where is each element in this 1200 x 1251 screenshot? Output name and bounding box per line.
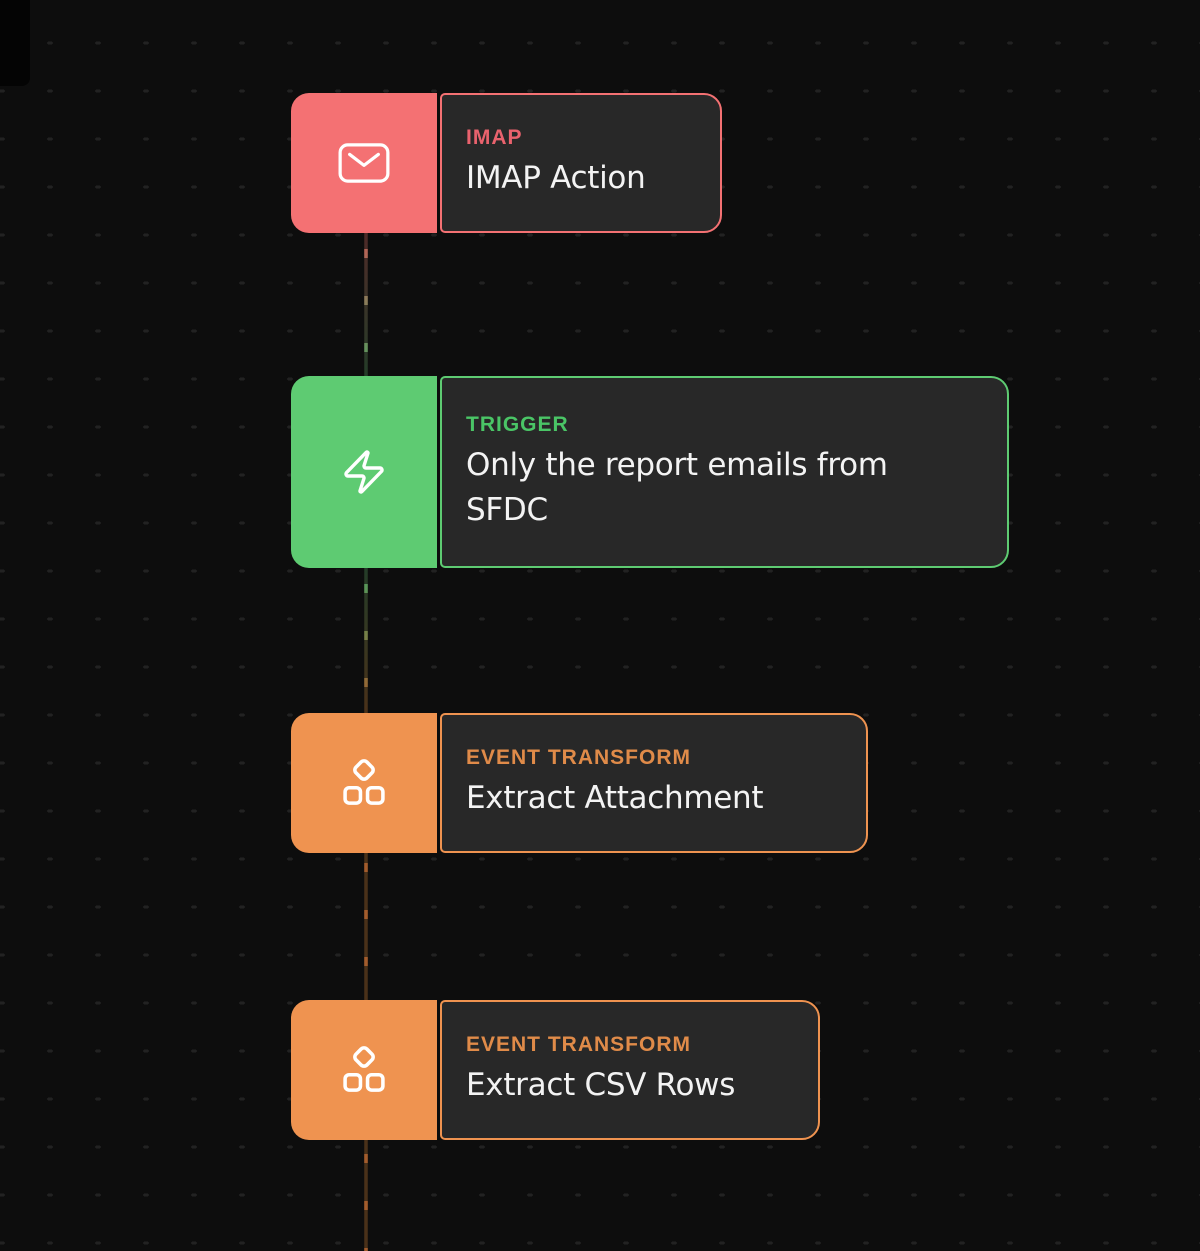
connector-trigger-to-extract-attachment[interactable] <box>362 568 370 713</box>
node-extract-csv-rows[interactable]: EVENT TRANSFORM Extract CSV Rows <box>291 1000 820 1140</box>
node-body: IMAP IMAP Action <box>440 93 722 233</box>
node-title: Extract CSV Rows <box>466 1067 736 1103</box>
envelope-icon <box>338 143 390 183</box>
node-trigger[interactable]: TRIGGER Only the report emails from SFDC <box>291 376 1009 568</box>
node-category-label: IMAP <box>466 126 523 149</box>
node-imap-action[interactable]: IMAP IMAP Action <box>291 93 722 233</box>
node-icon-tile <box>291 1000 437 1140</box>
node-icon-tile <box>291 713 437 853</box>
node-category-label: TRIGGER <box>466 412 569 436</box>
shapes-icon <box>343 1046 385 1092</box>
node-body: EVENT TRANSFORM Extract CSV Rows <box>440 1000 820 1140</box>
lightning-bolt-icon <box>344 450 384 494</box>
node-title: Only the report emails from SFDC <box>466 446 888 528</box>
connector-extract-attachment-to-extract-csv[interactable] <box>362 853 370 1000</box>
connector-extract-csv-down[interactable] <box>362 1140 370 1251</box>
canvas-corner-shade <box>0 0 30 86</box>
node-body: TRIGGER Only the report emails from SFDC <box>440 376 1009 568</box>
node-extract-attachment[interactable]: EVENT TRANSFORM Extract Attachment <box>291 713 868 853</box>
node-category-label: EVENT TRANSFORM <box>466 746 691 769</box>
node-title: Extract Attachment <box>466 780 764 816</box>
node-title: IMAP Action <box>466 160 646 196</box>
node-body: EVENT TRANSFORM Extract Attachment <box>440 713 868 853</box>
node-icon-tile <box>291 376 437 568</box>
node-category-label: EVENT TRANSFORM <box>466 1033 691 1056</box>
node-icon-tile <box>291 93 437 233</box>
connector-imap-to-trigger[interactable] <box>362 233 370 376</box>
shapes-icon <box>343 759 385 805</box>
